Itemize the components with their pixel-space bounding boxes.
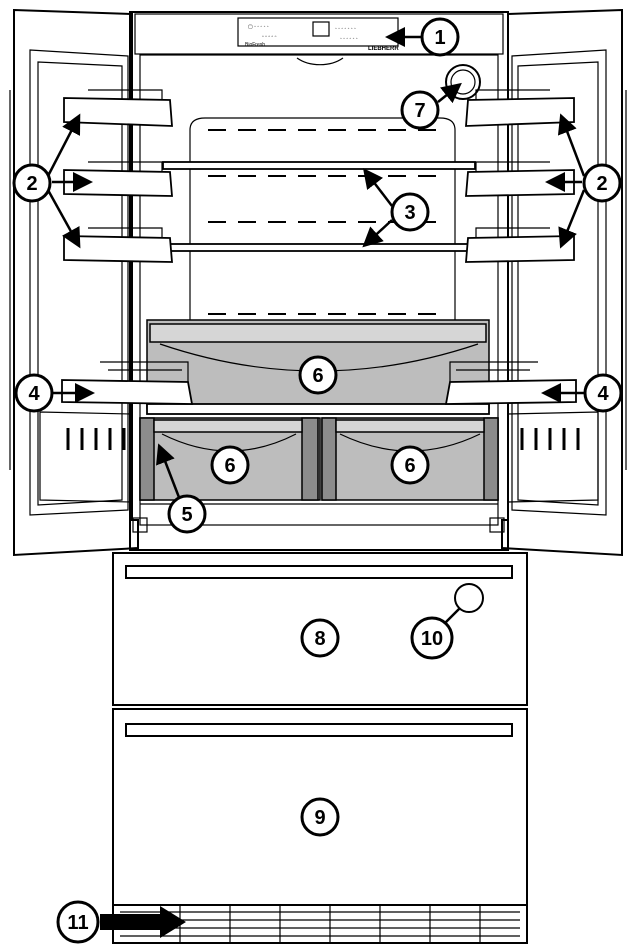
svg-text:1: 1	[434, 27, 445, 49]
callout-3: 3	[390, 192, 430, 232]
callout-6-right: 6	[390, 445, 430, 485]
svg-text:6: 6	[404, 455, 415, 477]
svg-text:7: 7	[414, 100, 425, 122]
freezer-drawer-upper	[112, 552, 528, 706]
svg-text:4: 4	[597, 383, 609, 405]
brand-logo: LIEBHERR	[368, 46, 399, 52]
panel-label: BioFresh	[245, 42, 265, 48]
svg-text:3: 3	[404, 202, 415, 224]
callout-10: 10	[410, 616, 454, 660]
callout-1: 1	[420, 17, 460, 57]
svg-text:10: 10	[421, 628, 443, 650]
control-panel: ▢ ◦ ◦ ◦ ◦ ◦ ▫ ▫ ▫ ▫ ▫ ◦ ◦ ◦ ◦ ◦ ◦ ◦ ◦ ◦ …	[245, 21, 399, 52]
svg-text:▫ ▫ ▫ ▫ ▫: ▫ ▫ ▫ ▫ ▫	[262, 34, 277, 40]
svg-text:◦ ◦ ◦ ◦ ◦ ◦ ◦: ◦ ◦ ◦ ◦ ◦ ◦ ◦	[335, 26, 356, 32]
leader-lines	[46, 27, 586, 629]
svg-text:9: 9	[314, 807, 325, 829]
svg-text:5: 5	[181, 504, 192, 526]
svg-text:2: 2	[596, 173, 607, 195]
callout-2-right: 2	[582, 163, 622, 203]
ventilator	[445, 64, 481, 100]
svg-text:11: 11	[67, 912, 88, 934]
svg-text:6: 6	[312, 365, 323, 387]
callout-5: 5	[167, 494, 207, 534]
svg-text:◦ ◦ ◦ ◦ ◦ ◦: ◦ ◦ ◦ ◦ ◦ ◦	[340, 36, 358, 42]
svg-text:6: 6	[224, 455, 235, 477]
callout-2-left: 2	[12, 163, 52, 203]
callout-7: 7	[400, 90, 440, 130]
svg-text:4: 4	[28, 383, 40, 405]
callout-9: 9	[300, 797, 340, 837]
svg-text:2: 2	[26, 173, 37, 195]
callout-4-right: 4	[583, 373, 623, 413]
callout-6-left: 6	[210, 445, 250, 485]
callout-8: 8	[300, 618, 340, 658]
grille-arrow	[100, 906, 186, 938]
svg-text:▢ ◦ ◦ ◦ ◦ ◦: ▢ ◦ ◦ ◦ ◦ ◦	[248, 24, 269, 30]
callout-6-top: 6	[298, 355, 338, 395]
biofresh-drawers-bottom	[139, 417, 499, 505]
callout-4-left: 4	[14, 373, 54, 413]
callout-11: 11	[56, 900, 100, 944]
svg-text:8: 8	[314, 628, 325, 650]
